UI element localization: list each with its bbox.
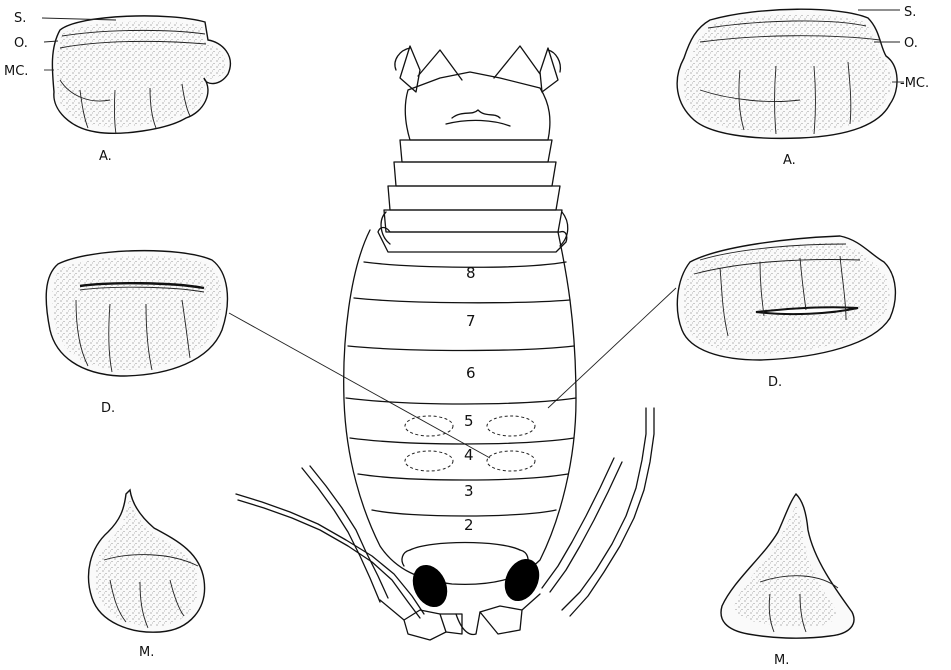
caption-d-mid-left: D. [101, 401, 115, 416]
egg-top-right [677, 9, 904, 138]
antenna-right-long [562, 408, 654, 616]
label-mc-top-left: MC. [4, 64, 28, 79]
caption-a-top-right: A. [783, 153, 796, 168]
left-eye [406, 559, 454, 612]
label-s-top-left: S. [14, 11, 26, 26]
segment-label-3: 3 [464, 482, 474, 500]
label-o-top-right: O. [904, 36, 918, 51]
egg-mid-left [46, 251, 227, 376]
caption-m-bottom-left: M. [139, 645, 154, 660]
label-o-top-left: O. [14, 36, 28, 51]
segment-label-2: 2 [464, 516, 474, 534]
caption-a-top-left: A. [99, 149, 112, 164]
label-mc-top-right: -MC. [900, 76, 929, 91]
antenna-left-long [236, 494, 424, 618]
caption-d-mid-right: D. [768, 375, 782, 390]
egg-bottom-left [89, 490, 205, 632]
leader-line-right [548, 288, 676, 408]
segment-label-7: 7 [466, 312, 476, 330]
segment-label-5: 5 [464, 412, 474, 430]
egg-top-left [42, 16, 230, 134]
segment-label-6: 6 [466, 364, 476, 382]
label-s-top-right: S. [904, 5, 916, 20]
segment-label-4: 4 [464, 446, 474, 464]
egg-mid-right [677, 236, 895, 360]
segment-label-8: 8 [466, 264, 476, 282]
egg-bottom-right [721, 494, 854, 638]
dashed-egg-4-right [487, 451, 535, 471]
isopod-body [344, 46, 576, 640]
antenna-left-short [302, 466, 388, 602]
caption-m-bottom-right: M. [774, 653, 789, 668]
dashed-egg-4-left [405, 451, 453, 471]
dashed-egg-5-right [487, 416, 535, 436]
leader-line-left [229, 313, 490, 458]
